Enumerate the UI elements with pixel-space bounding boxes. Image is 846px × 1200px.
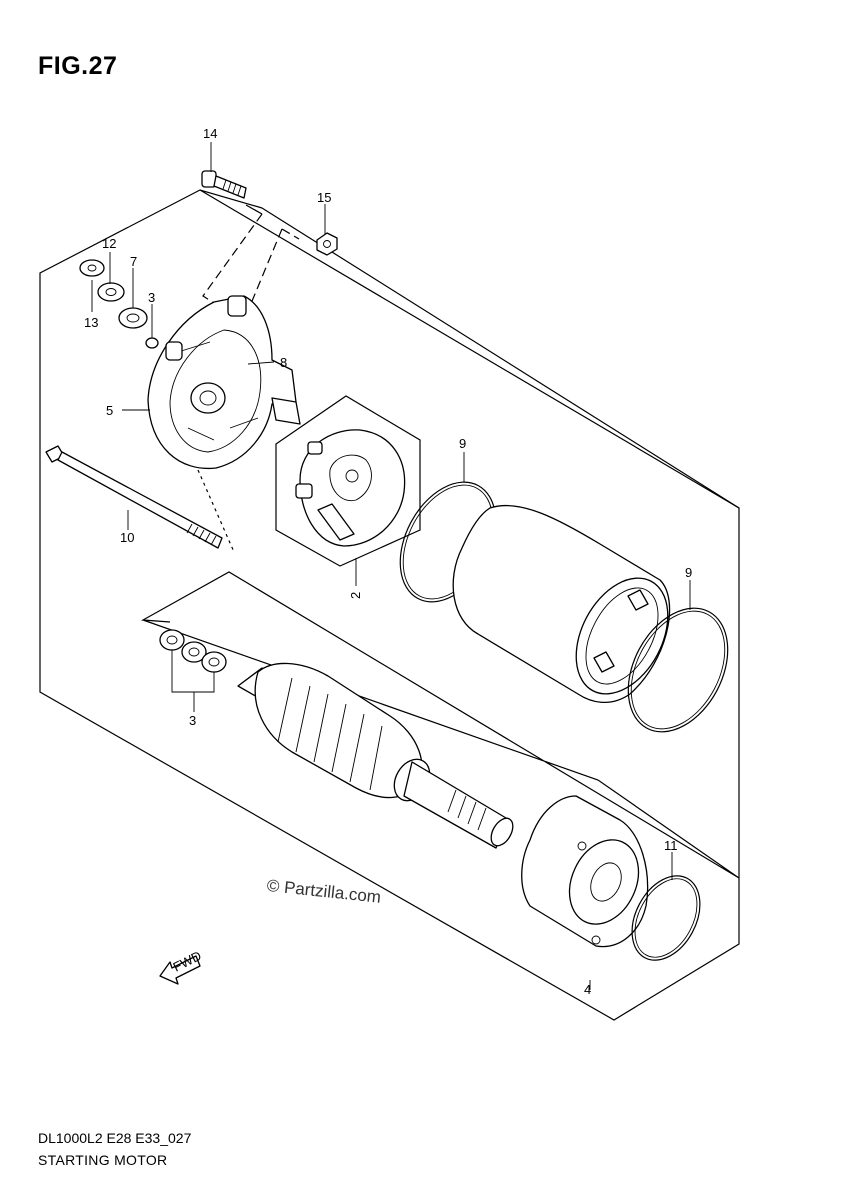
front-housing-part — [521, 795, 649, 948]
callout-15: 15 — [317, 190, 331, 205]
assembly-outline-top — [199, 189, 740, 509]
callout-3-top: 3 — [148, 290, 155, 305]
callout-12: 12 — [102, 236, 116, 251]
assembly-outline — [39, 189, 740, 1021]
callout-14: 14 — [203, 126, 217, 141]
yoke-o-ring-rear — [627, 607, 729, 733]
nut-washer-stack — [79, 259, 159, 349]
callout-10: 10 — [120, 530, 134, 545]
armature-part — [237, 662, 514, 849]
yoke-o-ring-rear-inner — [630, 610, 726, 730]
diagram-code: DL1000L2 E28 E33_027 — [38, 1130, 192, 1146]
through-bolt-guide — [197, 469, 235, 553]
bolt-part — [201, 170, 247, 199]
yoke-housing-part — [452, 504, 671, 703]
nut-part — [316, 232, 338, 256]
outline-bolt-gap — [245, 204, 263, 215]
figure-title: FIG.27 — [38, 52, 118, 80]
callout-3-bottom: 3 — [189, 713, 196, 728]
front-o-ring — [631, 875, 701, 961]
diagram-caption: STARTING MOTOR — [38, 1152, 168, 1168]
armature-outline — [140, 571, 740, 879]
through-bolt-part — [45, 445, 223, 549]
brush-holder-part — [275, 395, 421, 567]
callout-11: 11 — [664, 838, 678, 853]
callout-13: 13 — [84, 315, 98, 330]
callout-8: 8 — [280, 355, 287, 370]
washer-set-part — [159, 629, 227, 693]
direction-arrow-icon: FWD — [159, 948, 204, 985]
callout-5: 5 — [106, 403, 113, 418]
leader-lines — [91, 142, 691, 990]
nut-guide-line — [244, 228, 300, 319]
callout-4: 4 — [584, 982, 591, 997]
callout-2: 2 — [348, 592, 363, 599]
callout-9-left: 9 — [459, 436, 466, 451]
front-o-ring-inner — [634, 878, 698, 958]
end-cover-part — [147, 295, 301, 470]
callout-7: 7 — [130, 254, 137, 269]
callout-9-right: 9 — [685, 565, 692, 580]
